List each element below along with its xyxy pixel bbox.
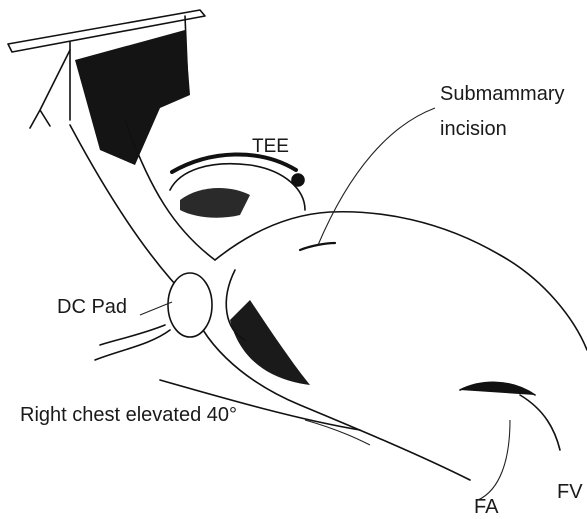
- leader-right-chest: [305, 420, 370, 445]
- dc-pad-cable: [95, 325, 170, 360]
- label-right-chest: Right chest elevated 40°: [20, 404, 237, 426]
- label-submammary: Submammary: [440, 83, 564, 105]
- label-tee: TEE: [252, 136, 289, 158]
- femoral-sheath: [460, 382, 535, 395]
- dc-pad: [168, 273, 212, 337]
- leader-dc-pad: [140, 302, 172, 315]
- drape-shadow: [75, 30, 190, 165]
- label-fv: FV: [557, 481, 583, 503]
- femoral-cable: [520, 395, 560, 450]
- label-dc-pad: DC Pad: [57, 296, 127, 318]
- tee-tip: [292, 174, 304, 186]
- leader-incision: [318, 108, 435, 245]
- face-shading: [180, 188, 250, 218]
- leader-fa: [478, 420, 510, 500]
- label-fa: FA: [474, 496, 498, 518]
- torso-outline: [215, 212, 587, 350]
- label-incision: incision: [440, 118, 507, 140]
- incision-line: [300, 243, 335, 250]
- drape-tie: [30, 50, 70, 128]
